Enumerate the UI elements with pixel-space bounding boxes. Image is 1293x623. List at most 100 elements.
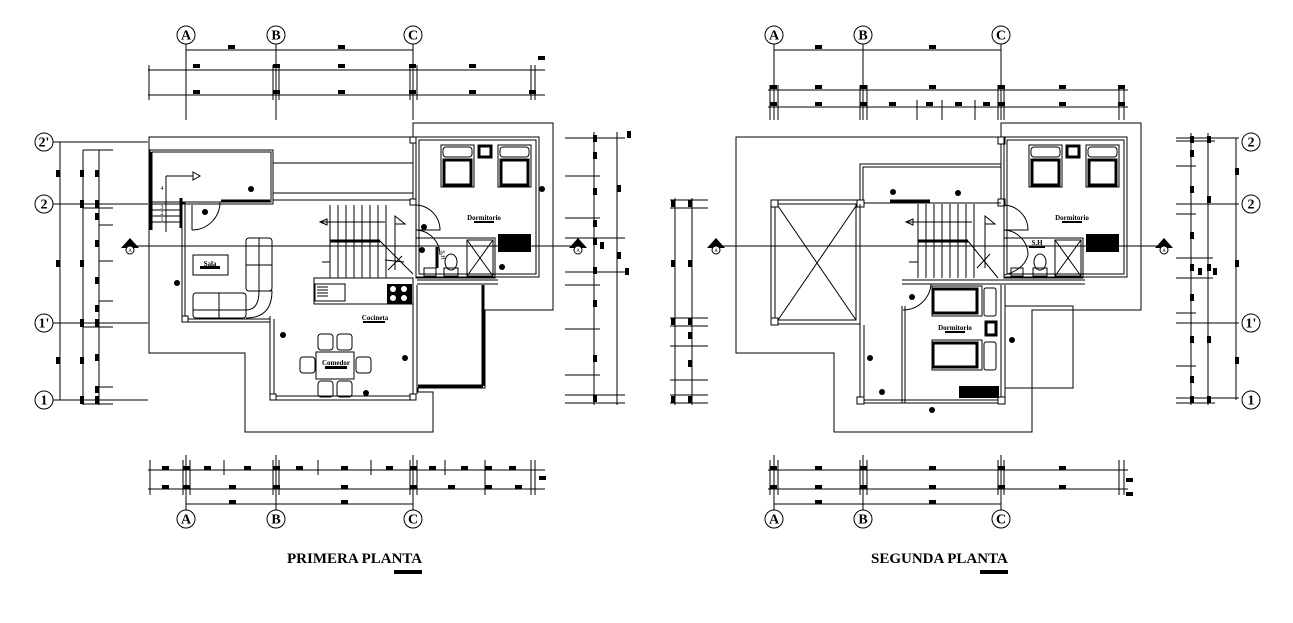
exterior-walls (856, 136, 1085, 405)
plan-title-segunda: SEGUNDA PLANTA (871, 551, 1008, 574)
bathroom: S.H (1003, 237, 1084, 279)
section-marker-a: A A (121, 238, 587, 255)
svg-text:A: A (576, 249, 580, 254)
main-stair (904, 204, 999, 279)
main-stair (318, 205, 414, 278)
door-entrance-swing (191, 201, 221, 231)
bottom-dimension-lines (768, 455, 1133, 510)
svg-text:S.H: S.H (439, 250, 445, 260)
light-point (248, 186, 254, 192)
top-dimension-lines (148, 44, 545, 120)
svg-text:C: C (408, 513, 418, 528)
svg-text:1': 1' (1246, 317, 1257, 332)
grid-bubble-top-b: B (266, 25, 286, 45)
top-dimension-lines (768, 44, 1128, 120)
svg-text:C: C (996, 513, 1006, 528)
svg-text:A: A (1162, 249, 1166, 254)
svg-text:Sala: Sala (204, 260, 217, 268)
roof-outline (735, 122, 1142, 433)
svg-text:C: C (408, 29, 418, 44)
svg-text:B: B (271, 29, 280, 44)
light-point (955, 190, 961, 196)
plan-primera-planta: A B C (34, 25, 631, 529)
svg-text:B: B (858, 513, 867, 528)
light-point (539, 186, 545, 192)
light-point (202, 209, 208, 215)
grid-bubble-left-2prime: 2' (34, 132, 54, 152)
grid-bubble-top-a: A (764, 25, 784, 45)
grid-bubble-top-a: A (176, 25, 196, 45)
balcony-outline (1005, 305, 1074, 389)
svg-text:C: C (996, 29, 1006, 44)
bedroom-second: Dormitorio (931, 285, 999, 398)
grid-bubble-right-2: 2 (1241, 194, 1261, 214)
living-room: Sala (192, 237, 273, 319)
svg-text:A: A (769, 29, 780, 44)
door-bedroom-swing (902, 283, 932, 311)
svg-text:2: 2 (41, 198, 48, 213)
bathroom: S.H (415, 237, 496, 279)
grid-bubble-right-2prime: 2 (1241, 132, 1261, 152)
stair-entrance: 4 3 2 1 (152, 171, 202, 232)
kitchen-counter: Cocineta (313, 277, 414, 323)
title-underline (394, 570, 423, 574)
plan-title-text: PRIMERA PLANTA (287, 551, 423, 567)
svg-text:A: A (128, 249, 132, 254)
plan-title-text: SEGUNDA PLANTA (871, 551, 1008, 567)
svg-text:2: 2 (1248, 198, 1255, 213)
svg-text:1: 1 (161, 217, 164, 223)
right-dimension-lines (1176, 133, 1239, 405)
grid-bubble-right-1: 1 (1241, 390, 1261, 410)
svg-text:2: 2 (1248, 136, 1255, 151)
light-point (929, 407, 935, 413)
left-dimension-lines (670, 198, 708, 405)
grid-bubble-left-1prime: 1' (34, 313, 54, 333)
bedroom-main: Dormitorio (1003, 136, 1128, 278)
svg-text:1: 1 (1248, 394, 1255, 409)
plan-segunda-planta: A B C (670, 25, 1261, 529)
light-point (890, 189, 896, 195)
door-bath-swing (1003, 204, 1029, 231)
grid-bubble-bottom-c: C (403, 509, 423, 529)
light-point (174, 280, 180, 286)
grid-bubble-left-2: 2 (34, 194, 54, 214)
svg-text:Dormitorio: Dormitorio (467, 214, 501, 222)
grid-bubble-top-b: B (853, 25, 873, 45)
light-point (879, 389, 885, 395)
section-marker-a: A A (707, 238, 1173, 255)
svg-text:4: 4 (161, 186, 164, 192)
light-point (421, 224, 427, 230)
grid-bubble-top-c: C (403, 25, 423, 45)
light-point (419, 247, 425, 253)
grid-bubble-left-1: 1 (34, 390, 54, 410)
svg-text:1: 1 (41, 394, 48, 409)
right-dimension-lines (565, 131, 631, 405)
svg-text:A: A (714, 249, 718, 254)
left-dimension-lines (53, 141, 148, 405)
svg-text:A: A (181, 29, 192, 44)
svg-text:1': 1' (39, 317, 50, 332)
title-underline (979, 570, 1008, 574)
grid-bubble-bottom-b: B (266, 509, 286, 529)
door-bath-swing (415, 204, 441, 231)
door-bath2-swing (1003, 229, 1029, 276)
grid-bubble-bottom-a: A (764, 509, 784, 529)
grid-bubble-top-c: C (991, 25, 1011, 45)
bottom-dimension-lines (148, 455, 546, 510)
svg-text:B: B (858, 29, 867, 44)
plan-title-primera: PRIMERA PLANTA (287, 551, 423, 574)
svg-text:Comedor: Comedor (322, 359, 350, 367)
svg-text:Dormitorio: Dormitorio (1055, 214, 1089, 222)
svg-text:2': 2' (39, 136, 50, 151)
light-point (867, 355, 873, 361)
svg-text:3: 3 (161, 205, 164, 211)
grid-bubble-right-1prime: 1' (1241, 313, 1261, 333)
grid-bubble-bottom-c: C (991, 509, 1011, 529)
bedroom: Dormitorio (415, 136, 540, 278)
dining-table: Comedor (299, 333, 372, 398)
light-point (909, 294, 915, 300)
svg-text:S.H: S.H (1031, 239, 1043, 247)
svg-text:2: 2 (161, 211, 164, 217)
svg-text:A: A (769, 513, 780, 528)
